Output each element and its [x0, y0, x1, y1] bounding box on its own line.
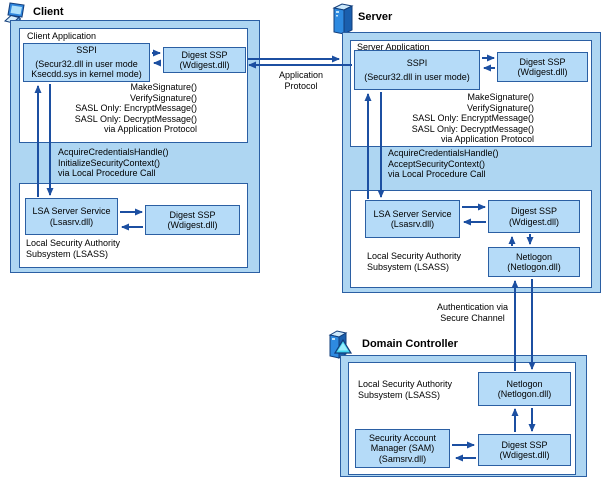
client-sspi-title: SSPI: [76, 45, 97, 56]
server-digest-ssp-label: Digest SSP (Wdigest.dll): [517, 56, 568, 78]
server-netlogon-label: Netlogon (Netlogon.dll): [507, 251, 561, 273]
domain-controller-section-label: Domain Controller: [362, 338, 458, 350]
server-digest-ssp-box: Digest SSP (Wdigest.dll): [497, 52, 588, 82]
server-lpc-calls: AcquireCredentialsHandle() AcceptSecurit…: [388, 148, 499, 179]
server-lsass-digest-ssp-box: Digest SSP (Wdigest.dll): [488, 200, 580, 233]
server-section-label: Server: [358, 11, 393, 23]
server-lsa-server-service-label: LSA Server Service (Lsasrv.dll): [373, 208, 452, 230]
server-lsa-server-service-box: LSA Server Service (Lsasrv.dll): [365, 200, 460, 238]
dc-digest-ssp-box: Digest SSP (Wdigest.dll): [478, 434, 571, 466]
dc-digest-ssp-label: Digest SSP (Wdigest.dll): [499, 439, 550, 461]
domain-controller-icon: [328, 330, 353, 359]
client-lsa-server-service-label: LSA Server Service (Lsasrv.dll): [32, 206, 111, 227]
server-lsass-label: Local Security Authority Subsystem (LSAS…: [367, 251, 462, 272]
client-sspi-box: SSPI (Secur32.dll in user mode Ksecdd.sy…: [23, 43, 150, 82]
client-digest-ssp-label: Digest SSP (Wdigest.dll): [179, 49, 230, 71]
client-signature-functions: MakeSignature() VerifySignature() SASL O…: [74, 82, 197, 134]
dc-lsass-label: Local Security Authority Subsystem (LSAS…: [358, 379, 453, 400]
server-icon: [332, 3, 354, 35]
dc-sam-box: Security Account Manager (SAM) (Samsrv.d…: [355, 429, 450, 468]
client-computer-icon: [3, 2, 25, 26]
client-sspi-subtitle: (Secur32.dll in user mode Ksecdd.sys in …: [31, 58, 142, 80]
dc-sam-label: Security Account Manager (SAM) (Samsrv.d…: [368, 432, 437, 464]
client-lsa-server-service-box: LSA Server Service (Lsasrv.dll): [25, 198, 118, 235]
dc-netlogon-label: Netlogon (Netlogon.dll): [497, 378, 552, 400]
application-protocol-label: Application Protocol: [278, 70, 324, 91]
server-sspi-title: SSPI: [406, 58, 428, 68]
client-application-title: Client Application: [27, 31, 97, 41]
client-section-label: Client: [33, 6, 64, 18]
server-signature-functions: MakeSignature() VerifySignature() SASL O…: [411, 92, 534, 144]
server-netlogon-box: Netlogon (Netlogon.dll): [488, 247, 580, 277]
client-lsass-digest-ssp-box: Digest SSP (Wdigest.dll): [145, 205, 240, 235]
secure-channel-label: Authentication via Secure Channel: [436, 302, 509, 323]
client-lsass-label: Local Security Authority Subsystem (LSAS…: [26, 238, 121, 259]
server-sspi-subtitle: (Secur32.dll in user mode): [364, 71, 470, 82]
client-lsass-digest-ssp-label: Digest SSP (Wdigest.dll): [167, 209, 218, 231]
server-sspi-box: SSPI (Secur32.dll in user mode): [354, 50, 480, 90]
dc-netlogon-box: Netlogon (Netlogon.dll): [478, 372, 571, 406]
server-lsass-digest-ssp-label: Digest SSP (Wdigest.dll): [508, 206, 559, 227]
client-lpc-calls: AcquireCredentialsHandle() InitializeSec…: [58, 147, 169, 178]
client-digest-ssp-box: Digest SSP (Wdigest.dll): [163, 47, 246, 73]
server-application-title: Server Application: [357, 42, 430, 52]
